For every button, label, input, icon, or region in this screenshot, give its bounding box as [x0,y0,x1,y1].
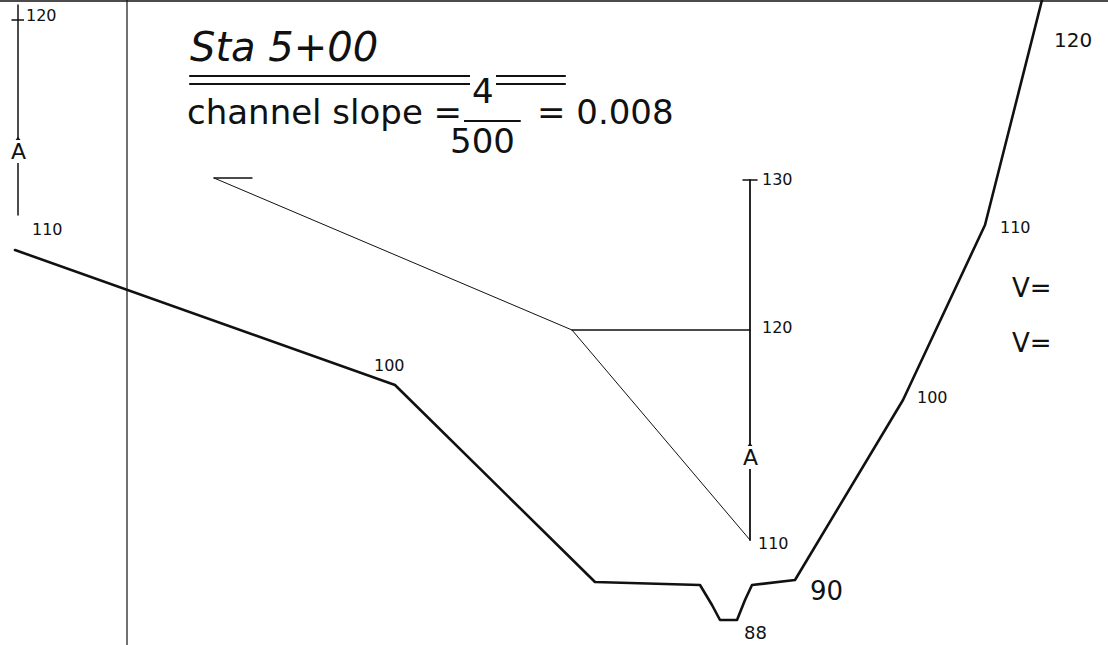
title-underline [190,83,565,85]
title-underline [190,75,565,77]
station-title: Sta 5+00 [188,26,380,68]
scale-mark: 120 [760,320,795,337]
scale-axis [749,180,751,540]
elevation-mark: 100 [372,358,407,375]
slope-note: 4 [470,74,496,110]
ground-profile [15,0,1042,620]
elevation-mark: 100 [915,390,950,407]
elevation-mark: 110 [998,220,1033,237]
tick [12,19,24,21]
scale-line [214,178,750,540]
slope-note: 500 [448,124,517,160]
scale-mark: 130 [760,172,795,189]
section-mark: A [741,446,760,469]
velocity-note: V= [1010,330,1054,357]
slope-note: = 0.008 [535,95,676,131]
velocity-note: V= [1010,275,1054,302]
elevation-mark: 110 [30,222,65,239]
elevation-mark: 88 [742,624,769,643]
top-rule [0,0,1108,2]
margin-line [126,0,127,645]
elevation-mark: 90 [808,578,845,605]
scale-line [214,177,252,178]
slope-note: channel slope = [185,95,464,131]
elevation-mark: 120 [1052,30,1094,51]
tick [743,179,757,181]
scale-mark: 110 [756,536,791,553]
section-mark: A [9,140,28,163]
section-line [17,5,19,215]
elevation-mark: 120 [24,8,59,25]
scale-line [572,329,750,330]
